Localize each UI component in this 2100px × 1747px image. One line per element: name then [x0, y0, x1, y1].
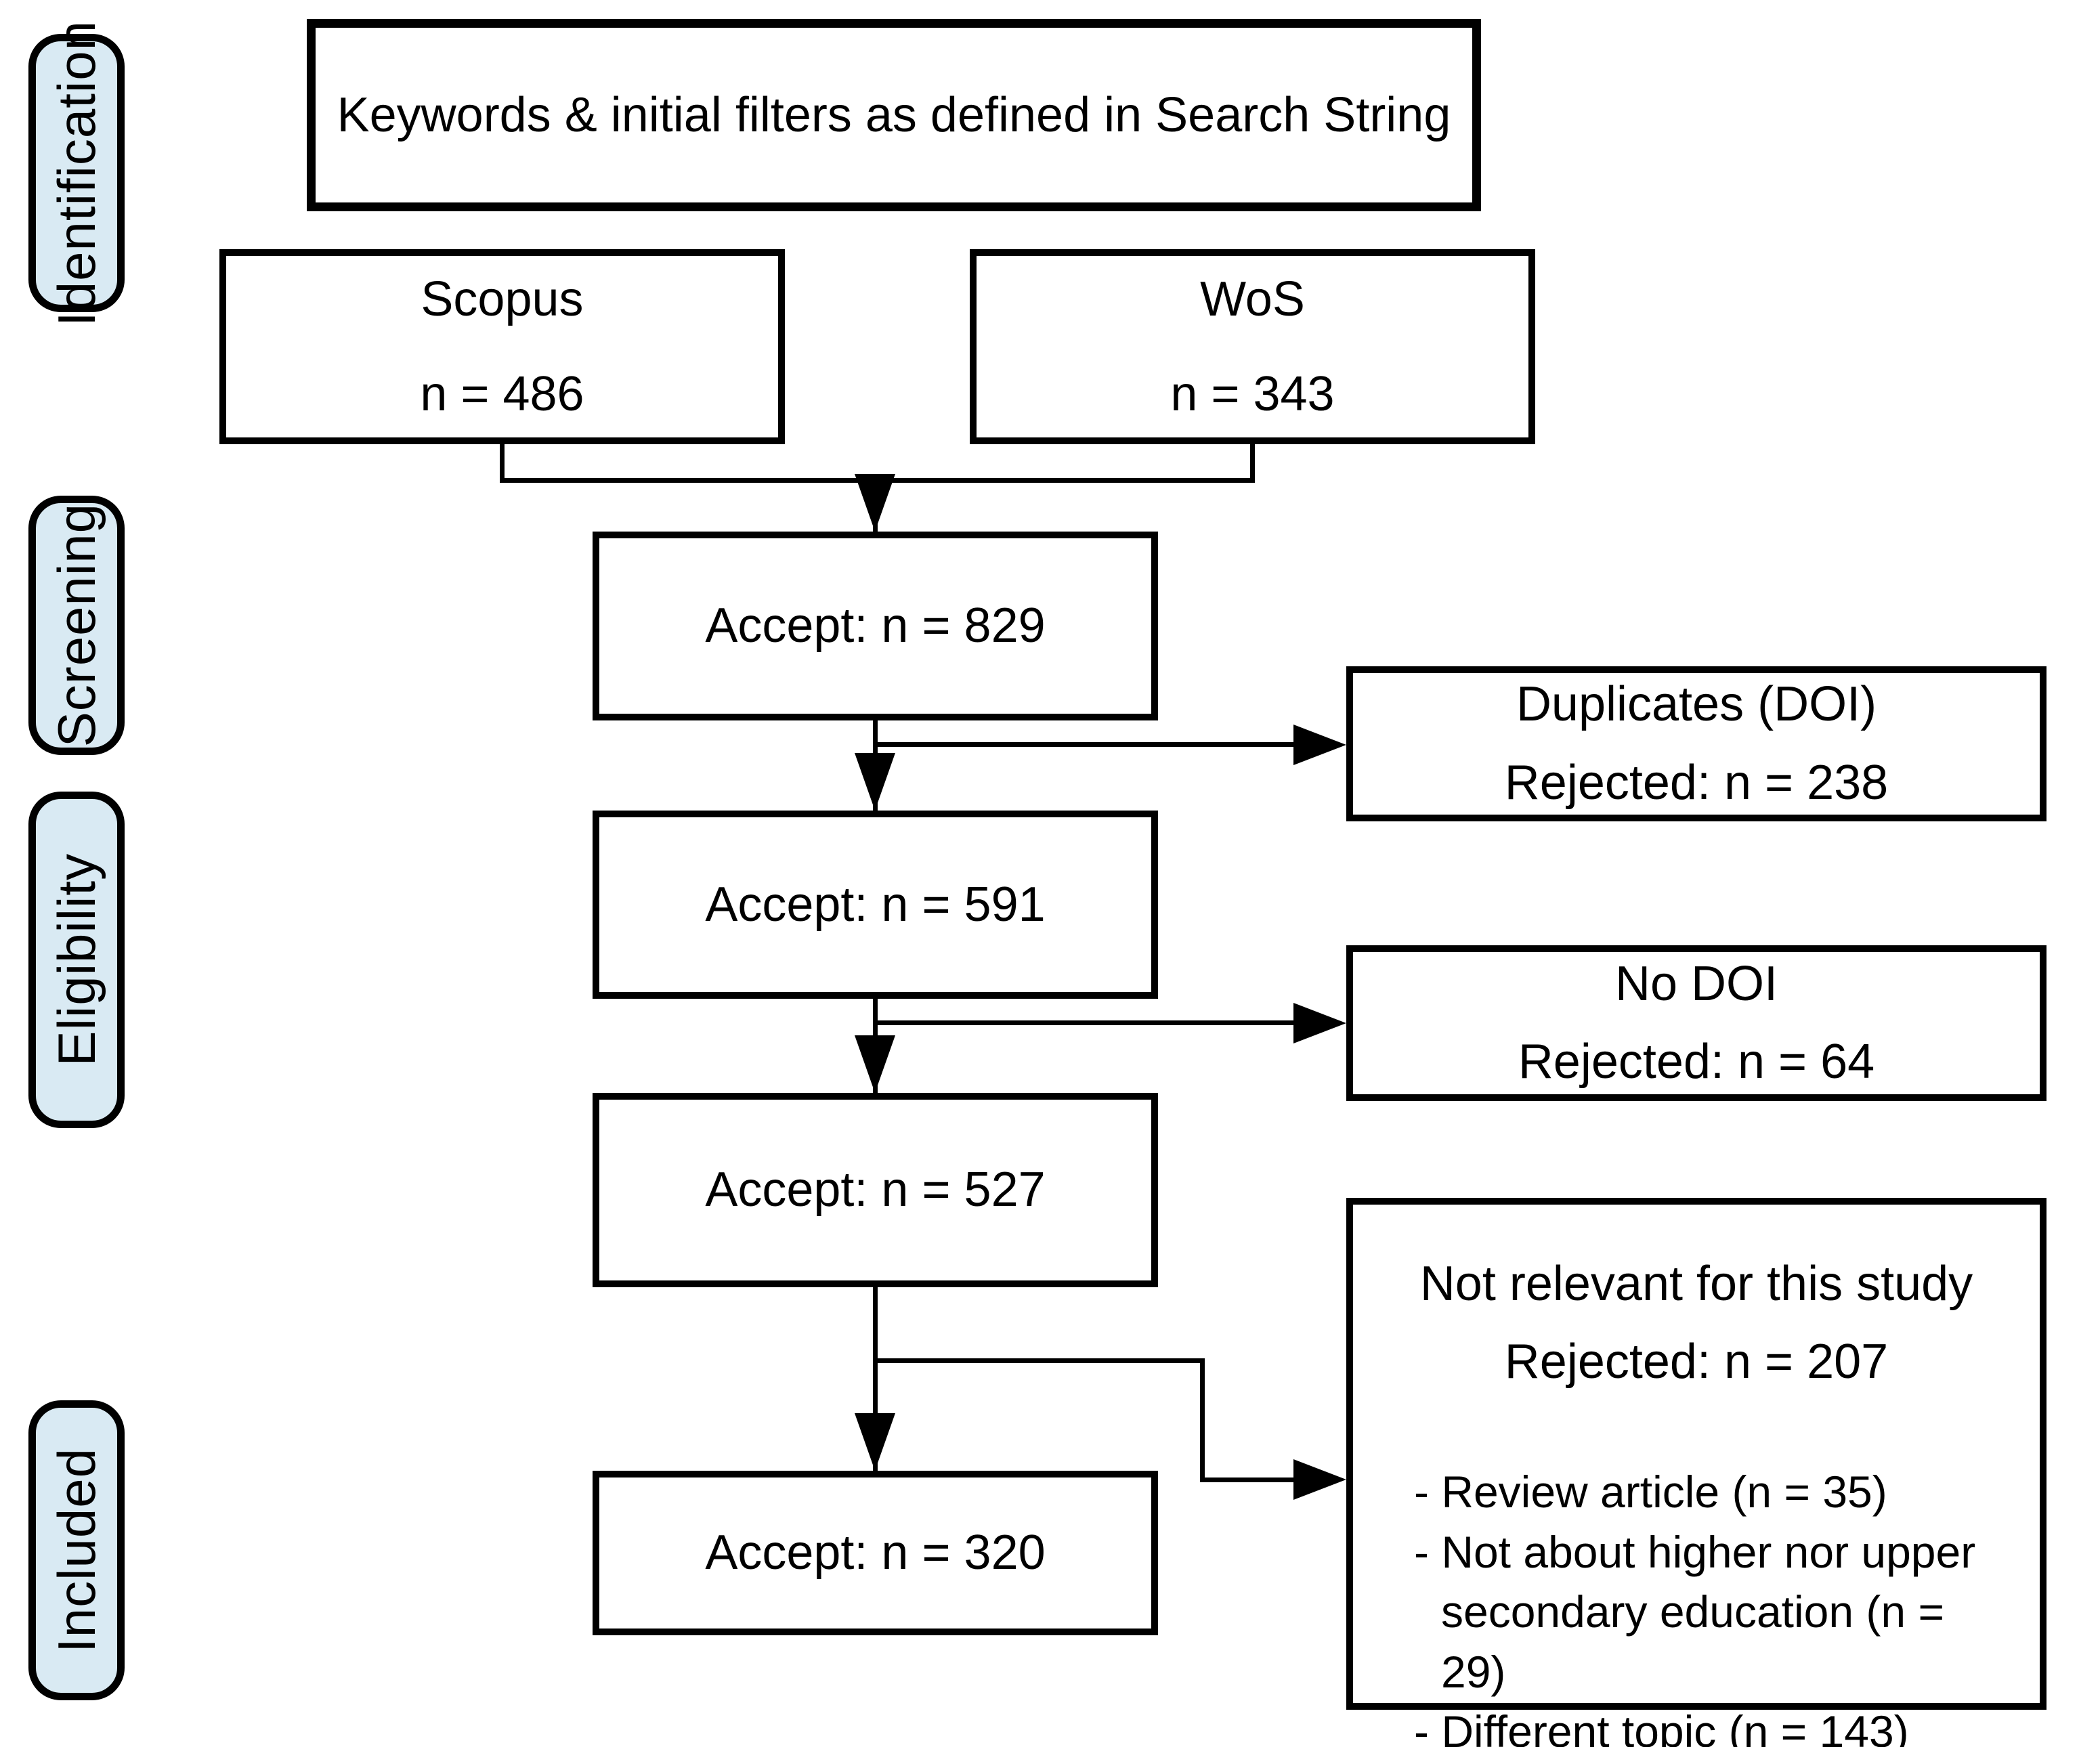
flow-box-accept-829: Accept: n = 829 [593, 532, 1158, 720]
arrowhead-down-accept320 [855, 1413, 895, 1471]
flow-box-notrelevant: Not relevant for this study Rejected: n … [1346, 1198, 2047, 1747]
arrowhead-down-accept527 [855, 1035, 895, 1093]
connector-branch-nodoi [873, 1020, 1297, 1025]
wos-count: n = 343 [1170, 367, 1335, 421]
connector-branch-notrelevant-bottom [1200, 1478, 1297, 1482]
arrowhead-right-nodoi [1293, 1003, 1346, 1043]
connector-branch-duplicates [873, 742, 1297, 747]
flow-box-duplicates: Duplicates (DOI) Rejected: n = 238 [1346, 666, 2047, 821]
connector-527-320 [873, 1287, 878, 1471]
accept-527-text: Accept: n = 527 [705, 1163, 1046, 1217]
arrowhead-down-accept829 [855, 474, 895, 532]
stage-label-eligibility: Eligibility [28, 792, 125, 1128]
flow-box-scopus: Scopus n = 486 [219, 249, 785, 444]
stage-label-eligibility-text: Eligibility [46, 853, 106, 1066]
flow-box-accept-320: Accept: n = 320 [593, 1471, 1158, 1635]
arrowhead-down-accept591 [855, 753, 895, 811]
arrowhead-right-duplicates [1293, 725, 1346, 765]
nodoi-line2: Rejected: n = 64 [1518, 1035, 1875, 1089]
connector-branch-notrelevant-drop [1200, 1358, 1205, 1482]
flow-box-keywords-text: Keywords & initial filters as defined in… [337, 87, 1451, 142]
duplicates-line1: Duplicates (DOI) [1516, 677, 1877, 732]
notrelevant-bullet-review: - Review article (n = 35) [1414, 1467, 1887, 1517]
notrelevant-line2: Rejected: n = 207 [1504, 1335, 1889, 1389]
stage-label-identification: Identification [28, 20, 125, 326]
stage-label-included: Included [28, 1400, 125, 1700]
flow-box-accept-591: Accept: n = 591 [593, 811, 1158, 999]
flow-box-accept-527: Accept: n = 527 [593, 1093, 1158, 1287]
notrelevant-bullet-topic: - Different topic (n = 143) [1414, 1706, 1909, 1747]
stage-label-screening-text: Screening [46, 503, 106, 748]
wos-name: WoS [1200, 272, 1305, 326]
duplicates-line2: Rejected: n = 238 [1504, 755, 1889, 810]
connector-branch-notrelevant-top [873, 1358, 1205, 1363]
scopus-name: Scopus [421, 272, 584, 326]
flow-box-nodoi: No DOI Rejected: n = 64 [1346, 945, 2047, 1101]
notrelevant-line1: Not relevant for this study [1419, 1257, 1973, 1311]
scopus-count: n = 486 [420, 367, 584, 421]
accept-829-text: Accept: n = 829 [705, 599, 1046, 653]
stage-label-screening: Screening [28, 496, 125, 755]
stage-label-identification-text: Identification [46, 20, 106, 326]
connector-scopus-stem [500, 444, 505, 483]
accept-591-text: Accept: n = 591 [705, 877, 1046, 932]
notrelevant-bullet-education: - Not about higher nor upper secondary e… [1414, 1526, 1976, 1697]
flow-box-wos: WoS n = 343 [970, 249, 1535, 444]
stage-label-included-text: Included [46, 1448, 106, 1653]
accept-320-text: Accept: n = 320 [705, 1526, 1046, 1580]
arrowhead-right-notrelevant [1293, 1459, 1346, 1500]
nodoi-line1: No DOI [1614, 956, 1778, 1011]
flow-box-keywords: Keywords & initial filters as defined in… [307, 19, 1481, 211]
connector-wos-stem [1250, 444, 1255, 483]
notrelevant-bullet-list: - Review article (n = 35) - Not about hi… [1373, 1462, 2019, 1747]
